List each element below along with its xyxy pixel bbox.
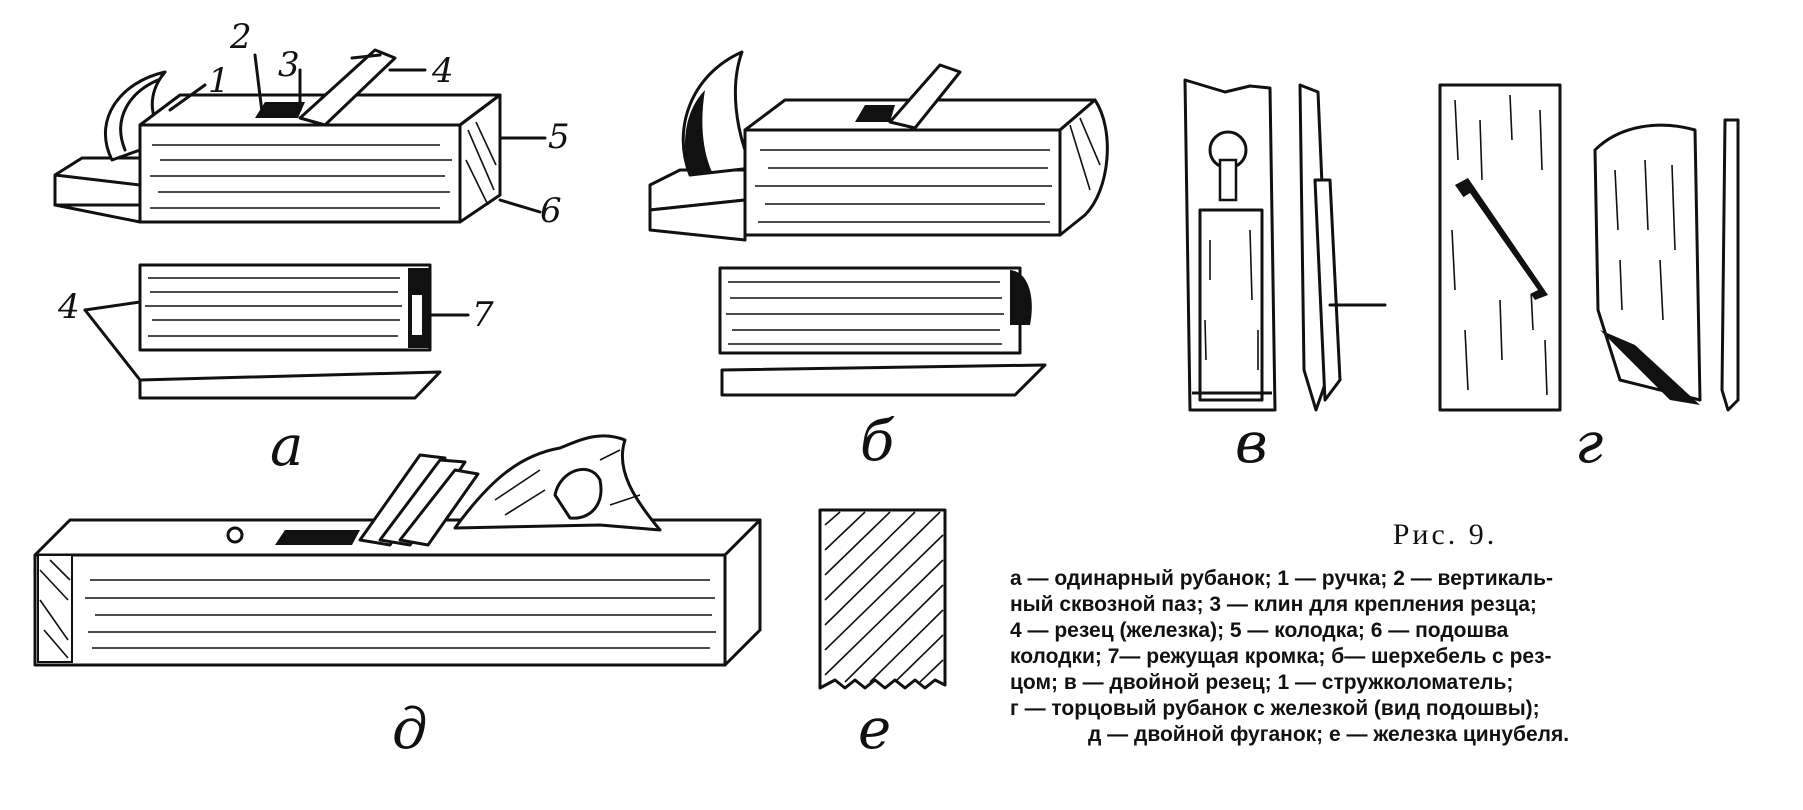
callout-5: 5 bbox=[548, 117, 570, 157]
plane-b bbox=[648, 50, 1109, 242]
end-plane-g bbox=[1438, 83, 1740, 412]
caption-line: а — одинарный рубанок; 1 — ручка; 2 — ве… bbox=[1010, 567, 1554, 590]
callout-4-lower: 4 bbox=[57, 287, 80, 327]
label-a: а bbox=[270, 414, 303, 479]
callout-3: 3 bbox=[278, 45, 300, 85]
jointer-d bbox=[33, 434, 762, 667]
caption-line: ный сквозной паз; 3 — клин для крепления… bbox=[1010, 593, 1537, 616]
caption-line: 4 — резец (железка); 5 — колодка; 6 — по… bbox=[1010, 619, 1509, 642]
plane-a bbox=[53, 48, 547, 224]
label-b: б bbox=[860, 409, 895, 474]
callout-1: 1 bbox=[208, 61, 230, 101]
caption-line: колодки; 7— режущая кромка; б— шерхебель… bbox=[1010, 645, 1552, 668]
figure-caption: Рис. 9. а — одинарный рубанок; 1 — ручка… bbox=[1010, 518, 1770, 748]
figure-title: Рис. 9. bbox=[1392, 518, 1498, 551]
callout-7: 7 bbox=[472, 295, 494, 335]
blade-e bbox=[818, 508, 947, 690]
wedge-cutter bbox=[298, 48, 397, 127]
caption-line: д — двойной фуганок; е — железка цинубел… bbox=[1088, 723, 1570, 746]
caption-line: цом; в — двойной резец; 1 — стружколомат… bbox=[1010, 671, 1514, 694]
plane-a-sole-view bbox=[83, 263, 470, 400]
label-d: д bbox=[392, 697, 428, 762]
callout-4: 4 bbox=[431, 51, 454, 91]
plane-b-sole-view bbox=[718, 266, 1047, 397]
label-v: в bbox=[1235, 411, 1268, 476]
caption-line: г — торцовый рубанок с железкой (вид под… bbox=[1010, 697, 1540, 720]
label-g: г bbox=[1575, 411, 1603, 476]
callout-2: 2 bbox=[229, 17, 252, 57]
jointer-handle bbox=[453, 434, 662, 532]
callout-6: 6 bbox=[540, 191, 562, 231]
through-slot bbox=[255, 102, 305, 118]
double-cutter-v bbox=[1183, 78, 1387, 412]
label-e: е bbox=[858, 697, 891, 762]
